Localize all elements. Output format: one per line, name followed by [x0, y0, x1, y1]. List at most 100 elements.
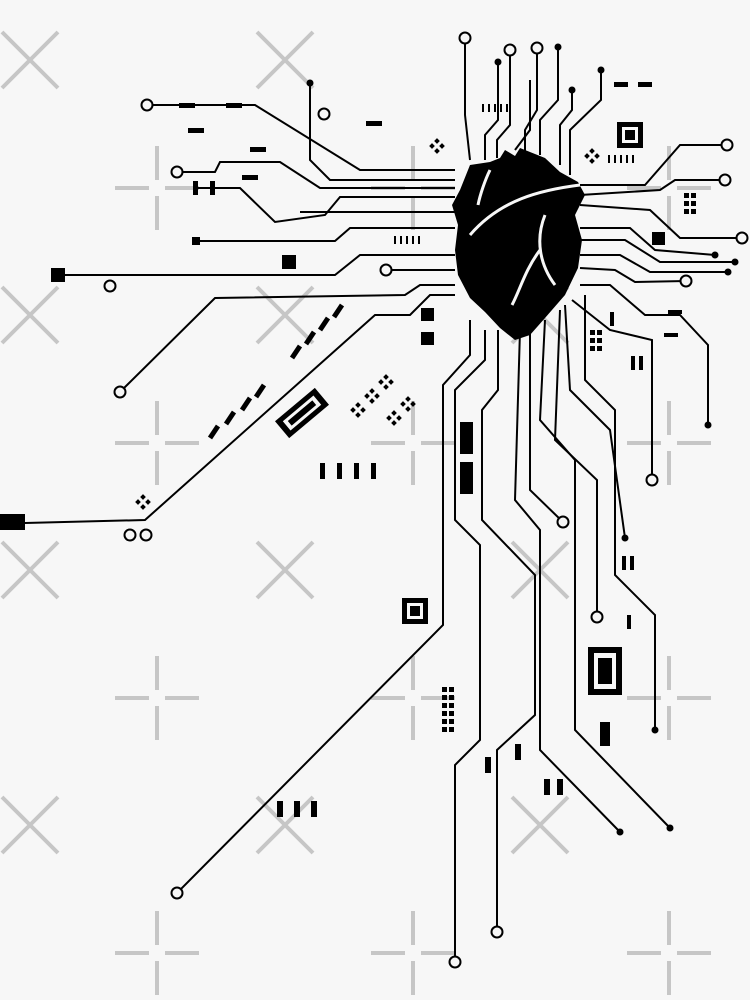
circuit-trace	[579, 267, 687, 284]
circuit-component	[303, 330, 317, 346]
circuit-dot	[429, 143, 435, 149]
circuit-dot	[590, 330, 595, 335]
circuit-dot	[400, 401, 406, 407]
circuit-trace	[513, 329, 621, 833]
circuit-component	[207, 424, 221, 440]
circuit-dot	[684, 201, 689, 206]
watermark-plus-icon	[115, 911, 199, 995]
circuit-dot	[442, 727, 447, 732]
circuit-component	[51, 268, 65, 282]
pad-ring	[590, 610, 604, 624]
pad-ring	[530, 41, 544, 55]
circuit-component	[226, 103, 242, 108]
pad-ring	[140, 98, 154, 112]
circuit-dot	[140, 494, 146, 500]
circuit-dot	[449, 687, 454, 692]
circuit-trace	[58, 254, 455, 276]
circuit-dot	[374, 393, 380, 399]
circuit-trace	[176, 320, 471, 894]
circuit-component	[253, 383, 267, 399]
circuit-trace	[569, 70, 602, 175]
circuit-component	[614, 82, 628, 87]
watermark-plus-icon	[371, 401, 455, 485]
circuit-component	[250, 147, 266, 152]
circuit-component	[652, 232, 665, 245]
watermark-plus-icon	[371, 656, 455, 740]
pad-dot	[666, 824, 674, 832]
circuit-component	[223, 410, 237, 426]
circuit-dot	[360, 407, 366, 413]
circuit-dot	[388, 379, 394, 385]
pad-ring	[679, 274, 693, 288]
pad-ring	[458, 31, 472, 45]
watermark-plus-icon	[627, 401, 711, 485]
circuit-trace	[580, 144, 727, 186]
circuit-dot	[135, 499, 141, 505]
circuit-dot	[140, 504, 146, 510]
circuit-component	[460, 422, 473, 454]
circuit-dot	[442, 687, 447, 692]
circuit-component	[289, 344, 303, 360]
circuit-dot	[597, 330, 602, 335]
watermark-x-icon	[255, 540, 315, 600]
circuit-tick	[506, 104, 508, 112]
circuit-component	[239, 396, 253, 412]
circuit-dot	[434, 138, 440, 144]
watermark-x-icon	[510, 795, 570, 855]
watermark-plus-icon	[627, 656, 711, 740]
circuit-dot	[691, 193, 696, 198]
circuit-component	[337, 463, 342, 479]
ic-chip-icon	[588, 647, 622, 695]
circuit-dot	[410, 401, 416, 407]
pad-ring	[490, 925, 504, 939]
circuit-dot	[590, 346, 595, 351]
circuit-trace	[24, 294, 455, 524]
circuit-dot	[442, 711, 447, 716]
circuit-trace	[514, 80, 531, 151]
circuit-dot	[584, 153, 590, 159]
circuit-component	[421, 332, 434, 345]
circuit-component	[421, 308, 434, 321]
pad-dot	[494, 58, 502, 66]
circuit-trace	[580, 239, 735, 263]
circuit-component	[638, 82, 652, 87]
circuit-dot	[391, 410, 397, 416]
circuit-dot	[691, 201, 696, 206]
heart-icon	[452, 148, 585, 340]
pad-ring	[317, 107, 331, 121]
pad-ring	[718, 173, 732, 187]
circuit-component	[610, 312, 614, 326]
circuit-tick	[418, 236, 420, 244]
circuit-dot	[449, 727, 454, 732]
circuit-trace	[584, 295, 656, 730]
circuit-dot	[405, 406, 411, 412]
circuit-dot	[589, 158, 595, 164]
circuit-dot	[364, 393, 370, 399]
circuit-dot	[449, 695, 454, 700]
circuit-component	[600, 722, 610, 746]
circuit-trace	[580, 227, 716, 256]
watermark-plus-icon	[627, 146, 711, 230]
watermark-x-icon	[0, 540, 60, 600]
circuit-trace	[579, 204, 742, 239]
pad-ring	[170, 165, 184, 179]
circuit-dot	[355, 412, 361, 418]
circuit-dot	[589, 148, 595, 154]
pad-ring	[556, 515, 570, 529]
circuit-component	[354, 463, 359, 479]
circuit-component	[294, 801, 300, 817]
circuit-dot	[597, 338, 602, 343]
circuit-component	[544, 779, 550, 795]
circuit-dot	[691, 209, 696, 214]
circuit-dot	[434, 148, 440, 154]
circuit-component	[664, 333, 678, 337]
pad-dot	[597, 66, 605, 74]
circuit-trace	[177, 161, 455, 189]
pad-ring	[735, 231, 749, 245]
circuit-trace	[539, 47, 559, 155]
circuit-trace	[580, 254, 728, 273]
circuit-tick	[400, 236, 402, 244]
ic-chip-icon	[275, 387, 329, 439]
circuit-dot	[383, 384, 389, 390]
